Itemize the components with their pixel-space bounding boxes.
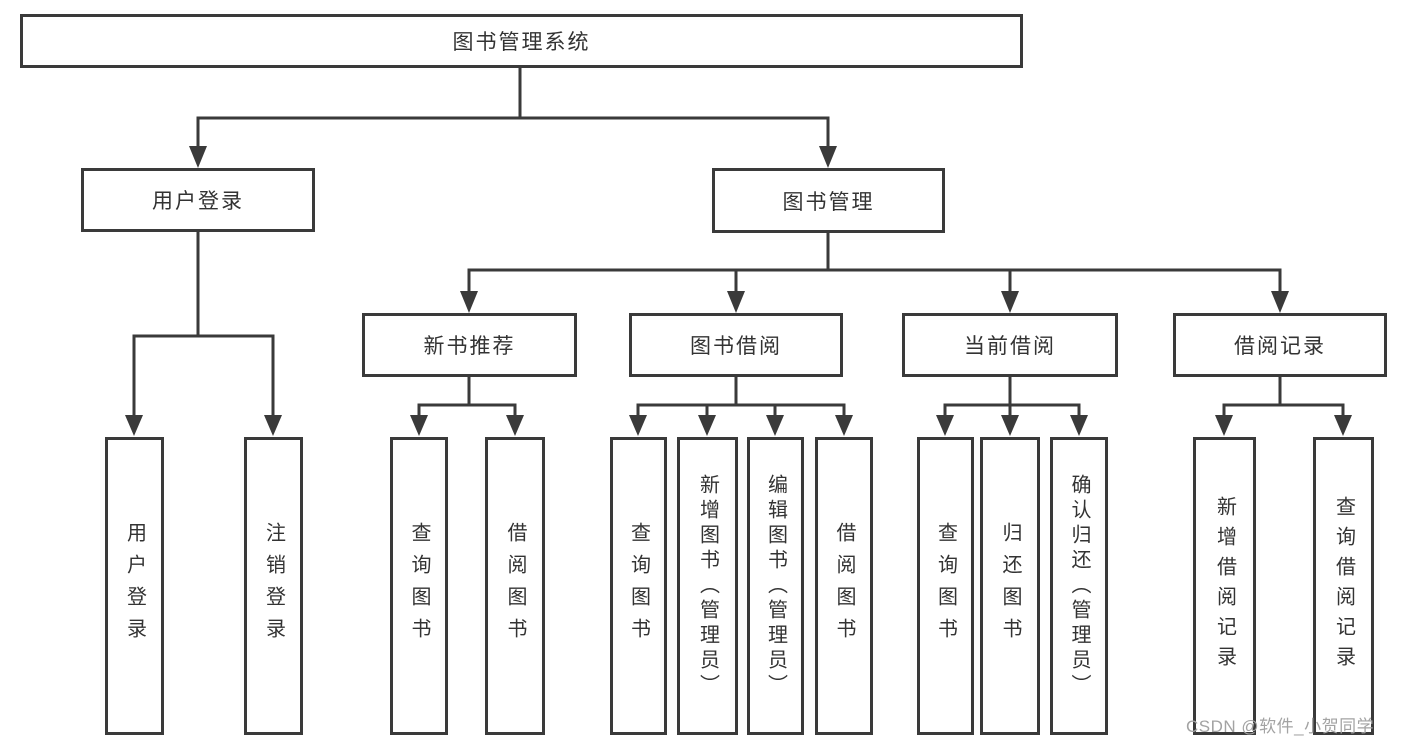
node-leaf-borrow-books-1: 借阅图书 bbox=[485, 437, 545, 735]
node-label: 图书管理系统 bbox=[452, 31, 591, 54]
csdn-watermark: CSDN @软件_小贺同学 bbox=[1186, 717, 1375, 736]
node-leaf-borrow-books-2: 借阅图书 bbox=[815, 437, 873, 735]
node-book-borrowing: 图书借阅 bbox=[629, 313, 843, 377]
node-label: 借阅图书 bbox=[833, 522, 855, 650]
node-label: 图书管理 bbox=[782, 190, 875, 214]
node-leaf-user-login: 用户登录 bbox=[105, 437, 164, 735]
arrowhead-icons bbox=[125, 146, 1352, 436]
node-label: 用户登录 bbox=[123, 522, 146, 650]
node-leaf-confirm-return-admin: 确认归还（管理员） bbox=[1050, 437, 1108, 735]
node-leaf-query-borrow-record: 查询借阅记录 bbox=[1313, 437, 1374, 735]
tree-connector-lines bbox=[132, 66, 1345, 421]
node-label: 编辑图书（管理员） bbox=[764, 473, 787, 699]
node-leaf-query-books-1: 查询图书 bbox=[390, 437, 448, 735]
node-borrowing-records: 借阅记录 bbox=[1173, 313, 1387, 377]
node-label: 新增借阅记录 bbox=[1213, 496, 1236, 676]
node-label: 查询图书 bbox=[408, 522, 430, 650]
node-leaf-query-books-3: 查询图书 bbox=[917, 437, 974, 735]
node-label: 查询图书 bbox=[627, 522, 650, 650]
node-label: 注销登录 bbox=[262, 522, 285, 650]
node-label: 新书推荐 bbox=[423, 335, 516, 358]
node-label: 用户登录 bbox=[152, 190, 244, 213]
node-new-book-recommend: 新书推荐 bbox=[362, 313, 577, 377]
node-root-system: 图书管理系统 bbox=[20, 14, 1023, 68]
node-leaf-edit-books-admin: 编辑图书（管理员） bbox=[747, 437, 804, 735]
node-leaf-add-books-admin: 新增图书（管理员） bbox=[677, 437, 738, 735]
node-label: 确认归还（管理员） bbox=[1068, 473, 1090, 699]
node-leaf-add-borrow-record: 新增借阅记录 bbox=[1193, 437, 1256, 735]
node-label: 借阅图书 bbox=[504, 522, 526, 650]
node-book-management: 图书管理 bbox=[712, 168, 945, 233]
node-leaf-return-books: 归还图书 bbox=[980, 437, 1040, 735]
node-label: 归还图书 bbox=[999, 522, 1021, 650]
node-leaf-query-books-2: 查询图书 bbox=[610, 437, 667, 735]
node-leaf-logout: 注销登录 bbox=[244, 437, 303, 735]
node-label: 查询借阅记录 bbox=[1332, 496, 1355, 676]
node-user-login: 用户登录 bbox=[81, 168, 315, 232]
node-label: 借阅记录 bbox=[1234, 335, 1326, 358]
node-label: 查询图书 bbox=[934, 522, 957, 650]
node-label: 新增图书（管理员） bbox=[696, 473, 719, 699]
node-label: 当前借阅 bbox=[964, 335, 1056, 358]
node-current-borrowing: 当前借阅 bbox=[902, 313, 1118, 377]
node-label: 图书借阅 bbox=[690, 335, 782, 358]
